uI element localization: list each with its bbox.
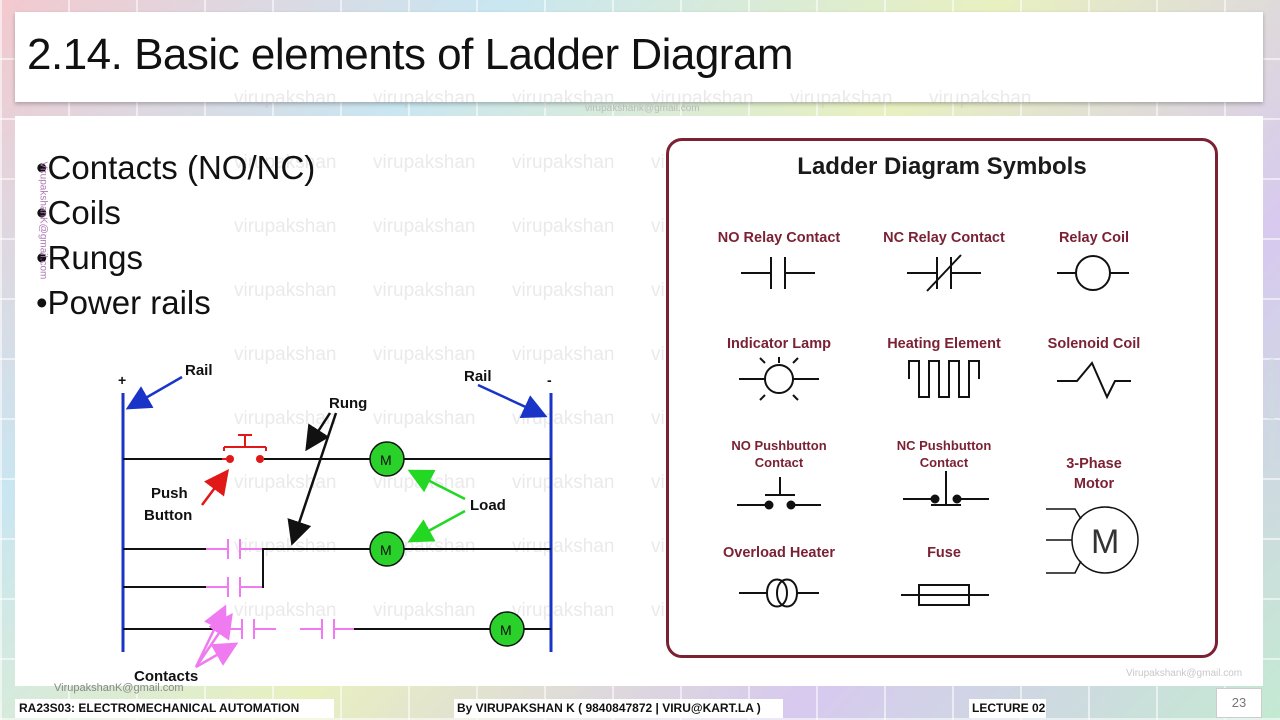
label-heating-element: Heating Element [887,336,1001,352]
watermark-email-side: VirupakshanK@gmail.com [37,161,49,280]
no-contact-3 [222,619,276,639]
no-pushbutton-symbol [737,477,821,510]
bullet-item: •Coils [36,194,121,231]
no-contact-1 [206,539,262,559]
ladder-diagram: + - M M [118,362,553,685]
rung-arrow-2 [287,412,338,546]
label-no-pushbutton-line-2: Contact [754,455,804,470]
label-motor-line-1: 3-Phase [1066,456,1122,472]
symbols-title: Ladder Diagram Symbols [797,153,1087,180]
footer-lecture: LECTURE 02 [969,699,1046,718]
nc-pushbutton-symbol [903,471,989,506]
motor-letter: M [500,622,512,638]
no-contact-4 [321,619,354,639]
bullet-item: •Rungs [36,239,143,276]
load-arrow-2 [407,509,466,543]
label-nc-pushbutton: NC Pushbutton Contact [879,437,1009,471]
footer-bar: RA23S03: ELECTROMECHANICAL AUTOMATION By… [0,696,1280,720]
footer-author: By VIRUPAKSHAN K ( 9840847872 | VIRU@KAR… [454,699,783,718]
branch-connection [262,549,264,588]
label-relay-coil: Relay Coil [1058,230,1130,246]
contacts-arrow-2 [194,612,233,668]
rail-label-right: Rail [464,368,492,385]
indicator-lamp-symbol [739,357,819,401]
watermark-email-bottom-left: VirupakshanK@gmail.com [54,682,184,694]
fuse-symbol [901,584,989,606]
rail-arrow-left [125,375,183,410]
three-phase-motor-symbol [1046,506,1139,574]
watermark-email-bottom-right: Virupakshank@gmail.com [1126,668,1243,679]
title-bar: 2.14. Basic elements of Ladder Diagram [15,12,1263,102]
rail-label-left: Rail [185,362,213,379]
relay-coil-symbol [1057,255,1129,291]
label-no-pushbutton-line-1: NO Pushbutton [731,438,827,453]
slide-title: 2.14. Basic elements of Ladder Diagram [27,30,794,79]
contacts-arrow-3 [195,642,239,669]
label-motor-line-2: Motor [1073,476,1115,492]
rung-label: Rung [329,395,367,412]
contacts-label: Contacts [134,668,198,685]
heating-element-symbol [908,360,980,398]
rung-arrow-1 [305,412,332,452]
push-button-label-2: Button [144,507,192,524]
plus-sign: + [118,372,126,388]
label-solenoid-coil: Solenoid Coil [1047,336,1141,352]
no-contact-2 [206,577,262,597]
bullet-item: •Contacts (NO/NC) [36,149,316,186]
load-label: Load [470,497,506,514]
rail-arrow-right [477,383,548,418]
motor-letter: M [380,452,392,468]
label-indicator-lamp: Indicator Lamp [727,336,831,352]
label-3-phase-motor: 3-Phase Motor [1044,454,1144,494]
bullet-list: •Contacts (NO/NC) •Coils •Rungs •Power r… [36,145,315,325]
push-button-symbol [222,434,267,463]
symbols-drawing: M [737,254,1139,608]
load-arrow-1 [407,469,466,501]
no-relay-contact-symbol [741,257,815,289]
minus-sign: - [547,372,552,388]
motor-letter: M [380,542,392,558]
footer-course: RA23S03: ELECTROMECHANICAL AUTOMATION [15,699,334,718]
page-number: 23 [1216,688,1262,718]
solenoid-coil-symbol [1057,361,1131,400]
nc-relay-contact-symbol [907,254,981,292]
label-nc-pushbutton-line-2: Contact [919,455,969,470]
label-no-relay-contact: NO Relay Contact [717,230,841,246]
watermark-email-top: virupakshank@gmail.com [585,103,700,114]
symbols-panel: Ladder Diagram Symbols NO Relay Contact … [666,138,1218,658]
label-nc-pushbutton-line-1: NC Pushbutton [896,438,992,453]
label-fuse: Fuse [927,545,961,561]
label-no-pushbutton: NO Pushbutton Contact [714,437,844,471]
watermark-email-right: virupakshank@gmail.com [1265,358,1277,473]
label-overload-heater: Overload Heater [722,545,836,561]
bullet-item: •Power rails [36,284,211,321]
push-button-arrow [201,469,229,506]
motor-letter: M [1091,523,1119,561]
label-nc-relay-contact: NC Relay Contact [883,230,1005,246]
overload-heater-symbol [739,578,819,608]
push-button-label-1: Push [151,485,188,502]
